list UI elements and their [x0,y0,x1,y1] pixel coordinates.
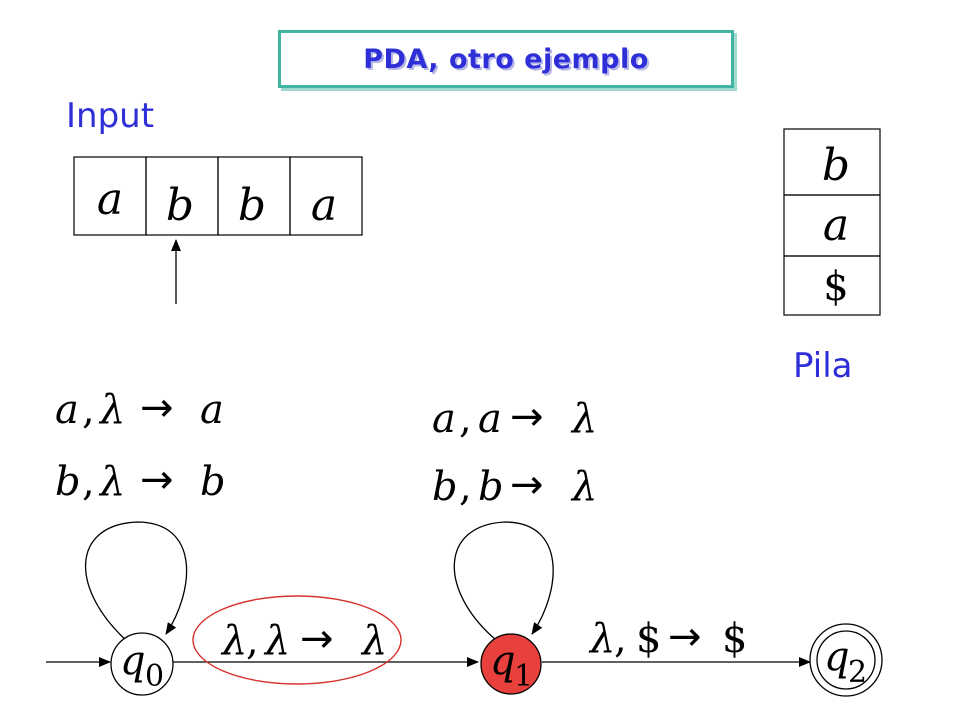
state-q1: q 1 [480,633,542,695]
svg-text:λ: λ [98,387,125,433]
svg-text:0: 0 [145,659,164,694]
state-q0: q 0 [110,632,174,696]
q1-loop-label-0: a , a → λ [432,394,597,442]
svg-text:λ: λ [360,618,387,664]
tape-cell-3 [289,156,363,236]
svg-text:a: a [432,396,456,442]
svg-text:,: , [459,396,472,442]
transition-highlight-ellipse [192,595,402,685]
svg-text:b: b [478,464,504,510]
q0-self-loop [84,521,188,643]
svg-text:a: a [478,396,502,442]
svg-text:,: , [614,616,627,662]
svg-text:→: → [300,616,334,662]
stack-cell-2 [783,255,881,316]
q0-to-q1-label: λ , λ → λ [220,616,387,664]
tape-symbol-0: a [97,174,123,225]
svg-text:a: a [55,387,79,433]
svg-text:$: $ [636,616,661,662]
tape-symbol-1: b [166,180,194,231]
stack-symbol-0: b [822,140,850,191]
tape-symbol-2: b [238,180,266,231]
q0-loop-label-0: a , λ → a [55,385,224,433]
svg-text:q: q [824,634,850,680]
title-box: PDA, otro ejemplo [278,30,734,88]
svg-text:,: , [459,464,472,510]
svg-text:λ: λ [570,464,597,510]
svg-text:λ: λ [220,618,247,664]
stack-symbol-2: $ [823,264,848,310]
svg-text:→: → [510,394,544,440]
page-title: PDA, otro ejemplo [363,43,649,75]
stack-label: Pila [793,346,853,386]
stack: b a $ [783,128,881,316]
q1-to-q2-label: λ , $ → $ [588,614,747,662]
svg-text:λ: λ [588,616,615,662]
svg-text:b: b [200,459,226,505]
stack-symbol-1: a [823,200,849,251]
svg-text:→: → [668,614,702,660]
svg-text:,: , [82,387,95,433]
svg-text:,: , [82,459,95,505]
svg-text:λ: λ [263,618,290,664]
svg-text:,: , [246,618,259,664]
svg-text:q: q [490,638,516,684]
svg-text:λ: λ [98,459,125,505]
svg-text:b: b [55,459,81,505]
svg-text:b: b [432,464,458,510]
svg-text:→: → [140,457,174,503]
tape-symbol-3: a [311,180,337,231]
q1-loop-label-1: b , b → λ [432,462,597,510]
input-tape: a b b a [73,156,363,236]
svg-text:λ: λ [570,396,597,442]
svg-text:$: $ [722,616,747,662]
svg-text:q: q [120,638,146,684]
svg-text:2: 2 [848,655,867,690]
svg-text:→: → [140,385,174,431]
q1-self-loop [453,521,554,641]
svg-text:1: 1 [514,659,533,694]
input-label: Input [66,96,155,136]
state-q2-final: q 2 [809,623,883,697]
svg-text:a: a [200,387,224,433]
svg-text:→: → [510,462,544,508]
q0-loop-label-1: b , λ → b [55,457,226,505]
